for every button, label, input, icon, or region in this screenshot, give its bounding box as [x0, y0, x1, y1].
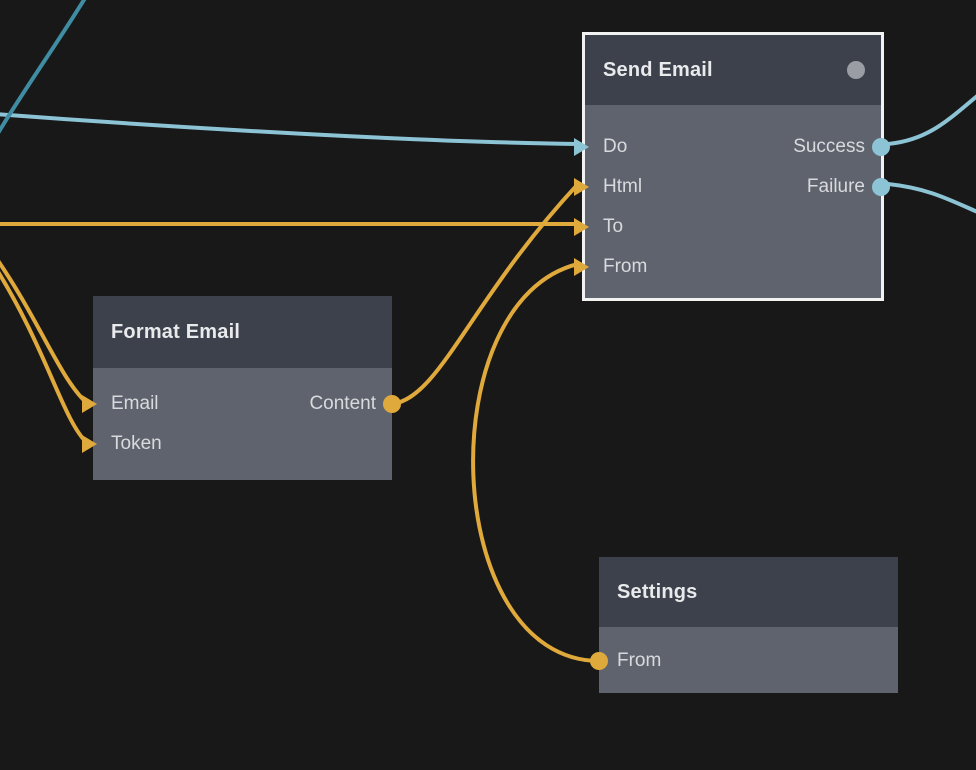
exec-pin-dot-icon[interactable] [872, 178, 890, 196]
data-pin-arrow-icon[interactable] [574, 258, 589, 276]
node-header-format-email[interactable]: Format Email [93, 296, 392, 368]
wire-exec-into-do[interactable] [0, 112, 580, 146]
wire-into-email-input[interactable] [0, 252, 90, 406]
data-pin-arrow-icon[interactable] [82, 395, 97, 413]
data-pin-dot-icon[interactable] [383, 395, 401, 413]
port-label-settings-from: From [617, 650, 662, 671]
wire-settings-from-to-from[interactable] [471, 262, 601, 663]
input-port-send-email-to[interactable]: To [574, 207, 881, 247]
wire-content-to-html[interactable] [390, 182, 580, 406]
data-pin-arrow-icon[interactable] [574, 218, 589, 236]
input-port-format-email-token[interactable]: Token [82, 424, 392, 464]
input-port-send-email-from[interactable]: From [574, 247, 881, 287]
port-label-send-email-do: Do [603, 136, 628, 157]
wire-into-token-input[interactable] [0, 262, 90, 446]
node-header-settings[interactable]: Settings [599, 557, 898, 627]
port-label-send-email-to: To [603, 216, 624, 237]
output-port-format-email-content[interactable]: Content [93, 384, 401, 424]
status-dot[interactable] [847, 61, 865, 79]
port-label-send-email-html: Html [603, 176, 643, 197]
node-header-send-email[interactable]: Send Email [585, 35, 881, 105]
wire-failure-out[interactable] [886, 182, 976, 214]
input-port-format-email-email[interactable]: Email [82, 384, 392, 424]
data-pin-dot-icon[interactable] [590, 652, 608, 670]
exec-pin-arrow-icon[interactable] [574, 138, 589, 156]
port-label-format-email-content: Content [309, 393, 376, 414]
port-label-send-email-failure: Failure [806, 176, 865, 197]
output-port-settings-from[interactable]: From [590, 641, 898, 681]
port-label-format-email-token: Token [111, 433, 162, 454]
node-body-settings: From [590, 627, 898, 693]
node-title-settings: Settings [617, 580, 698, 603]
node-title-format-email: Format Email [111, 320, 241, 343]
input-port-send-email-do[interactable]: Do [574, 127, 881, 167]
output-port-send-email-success[interactable]: Success [585, 127, 890, 167]
exec-pin-dot-icon[interactable] [872, 138, 890, 156]
output-port-send-email-failure[interactable]: Failure [585, 167, 890, 207]
port-label-format-email-email: Email [111, 393, 159, 414]
node-title-send-email: Send Email [603, 58, 713, 81]
port-label-send-email-from: From [603, 256, 648, 277]
wire-success-out[interactable] [886, 92, 976, 146]
wire-exec-offscreen-top-left[interactable] [0, 0, 90, 140]
input-port-send-email-html[interactable]: Html [574, 167, 881, 207]
data-pin-arrow-icon[interactable] [82, 435, 97, 453]
data-pin-arrow-icon[interactable] [574, 178, 589, 196]
port-label-send-email-success: Success [793, 136, 865, 157]
